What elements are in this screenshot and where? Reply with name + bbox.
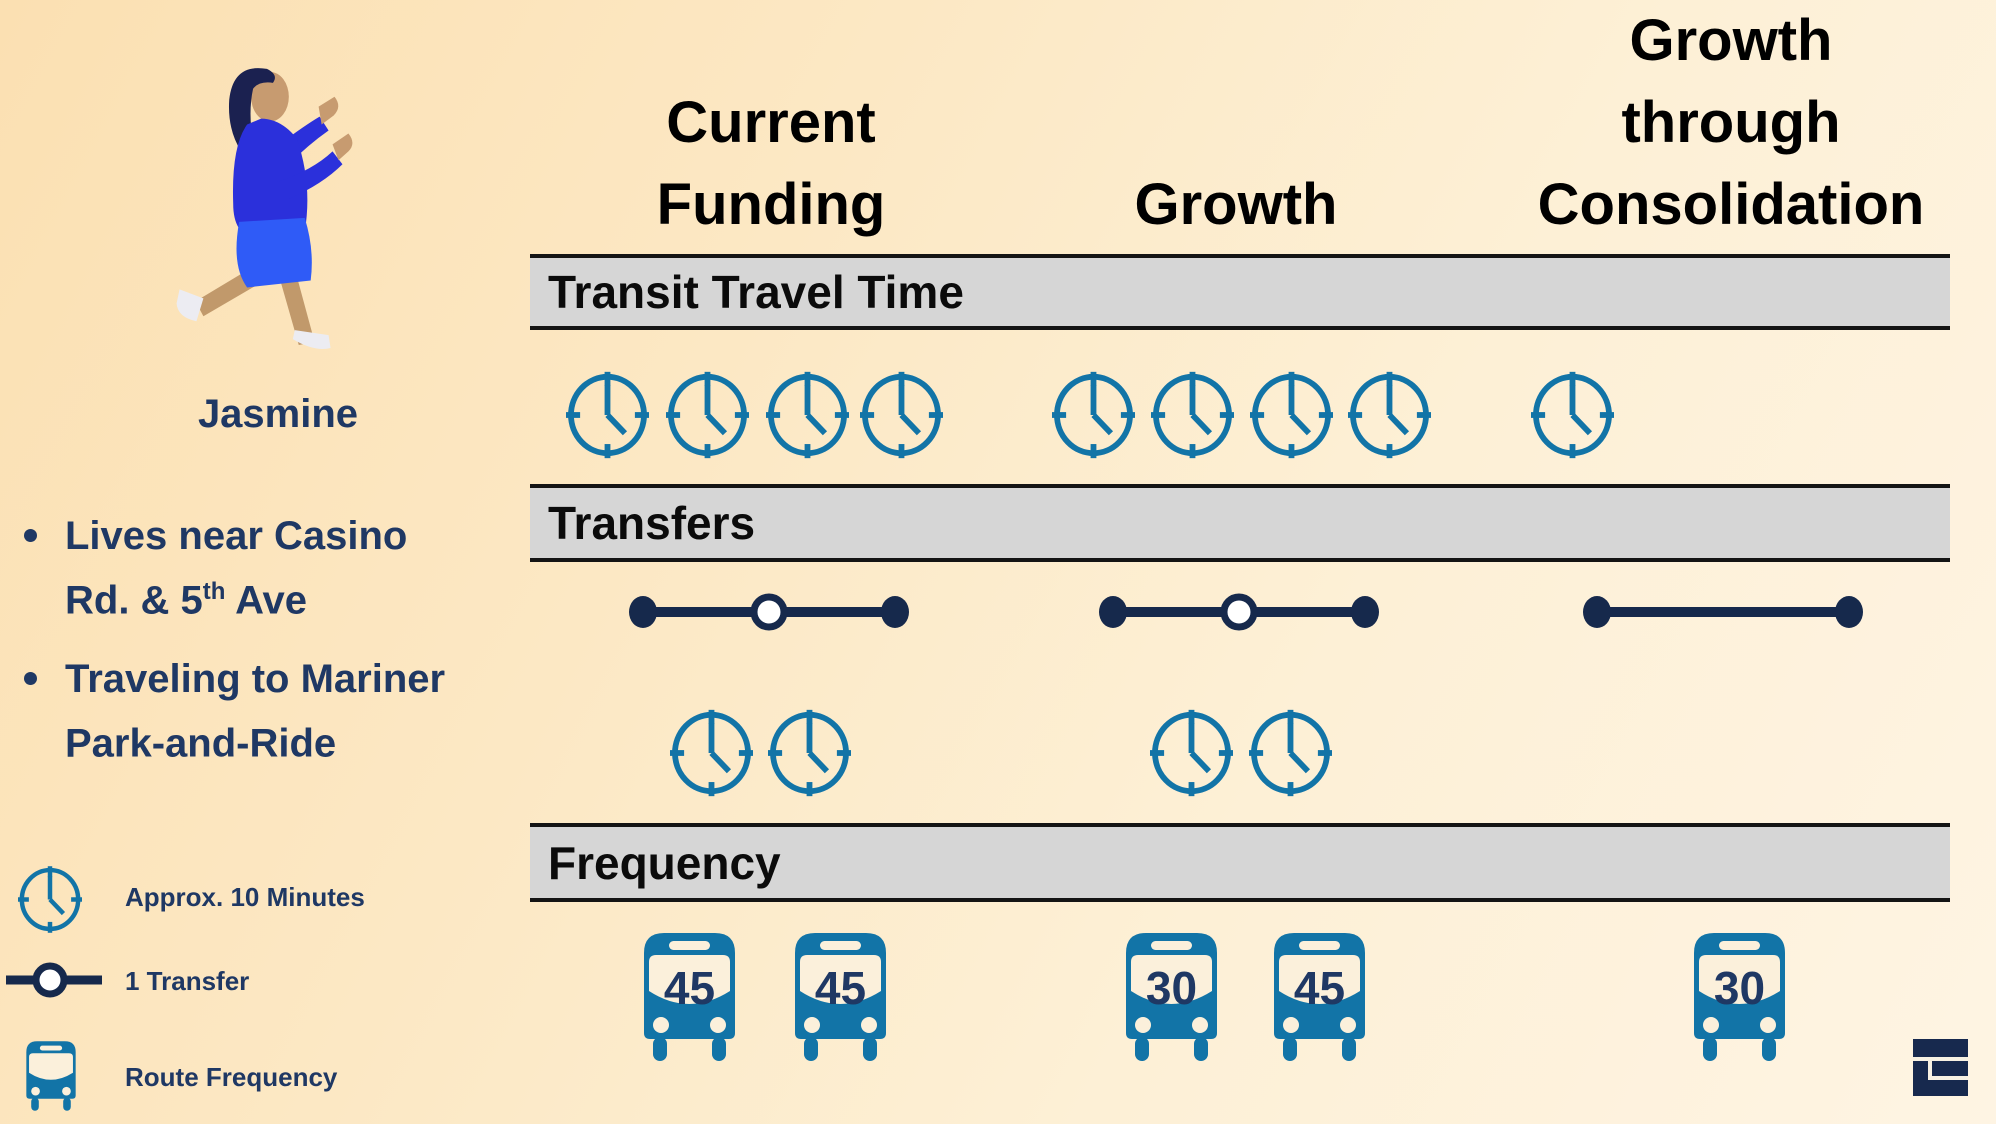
legend-bus-label: Route Frequency [125,1062,338,1092]
row-band-transit-travel-time: Transit Travel Time [530,254,1950,330]
bullet-text: Traveling to Mariner Park-and-Ride [65,657,446,766]
bullet-destination: Traveling to Mariner Park-and-Ride [24,651,468,771]
bullet-home-location: Lives near Casino Rd. & 5th Ave [24,508,468,628]
bus-icon-frequency: 45 [1266,931,1373,1063]
transfer-icon [4,960,104,1000]
clock-icon [1151,371,1234,459]
clock-icon [1150,709,1233,797]
persona-name: Jasmine [197,392,359,436]
bus-frequency-value: 30 [1713,962,1766,1014]
bus-icon-frequency: 45 [787,931,894,1063]
bus-frequency-value: 45 [663,962,716,1014]
bus-icon-frequency: 45 [636,931,743,1063]
clock-icon [1531,371,1614,459]
column-header-current-funding: Current Funding [656,90,886,237]
clock-icon [18,866,82,933]
bullet-dot [24,672,37,686]
transfer-line-one-transfer [629,590,909,634]
column-header-growth: Growth [1134,172,1338,237]
clock-icon [1348,371,1431,459]
clock-icon [1250,371,1333,459]
column-header-growth-through-consolidation: Growth through Consolidation [1537,8,1925,237]
clock-icon [666,371,749,459]
clock-icon [860,371,943,459]
bus-frequency-value: 45 [1293,962,1346,1014]
legend-transfer-label: 1 Transfer [125,966,250,996]
bus-icon-frequency: 30 [1686,931,1793,1063]
bullet-dot [24,529,37,542]
clock-icon [1052,371,1135,459]
bus-frequency-value: 30 [1145,962,1198,1014]
persona-bullet-list: Lives near Casino Rd. & 5th Ave Travelin… [24,508,468,795]
bus-icon-frequency: 30 [1118,931,1225,1063]
clock-icon [766,371,849,459]
bullet-text: Lives near Casino Rd. & 5th Ave [65,514,408,623]
legend-clock-label: Approx. 10 Minutes [125,882,365,912]
transfer-line-no-transfer [1583,590,1863,634]
organization-logo [1913,1039,1968,1096]
clock-icon [670,709,753,797]
row-band-transfers: Transfers [530,484,1950,562]
bus-frequency-value: 45 [814,962,867,1014]
clock-icon [566,371,649,459]
row-band-frequency: Frequency [530,823,1950,902]
transfer-line-one-transfer [1099,590,1379,634]
person-illustration [163,55,363,353]
clock-icon [1249,709,1332,797]
bus-icon [22,1040,80,1112]
clock-icon [768,709,851,797]
